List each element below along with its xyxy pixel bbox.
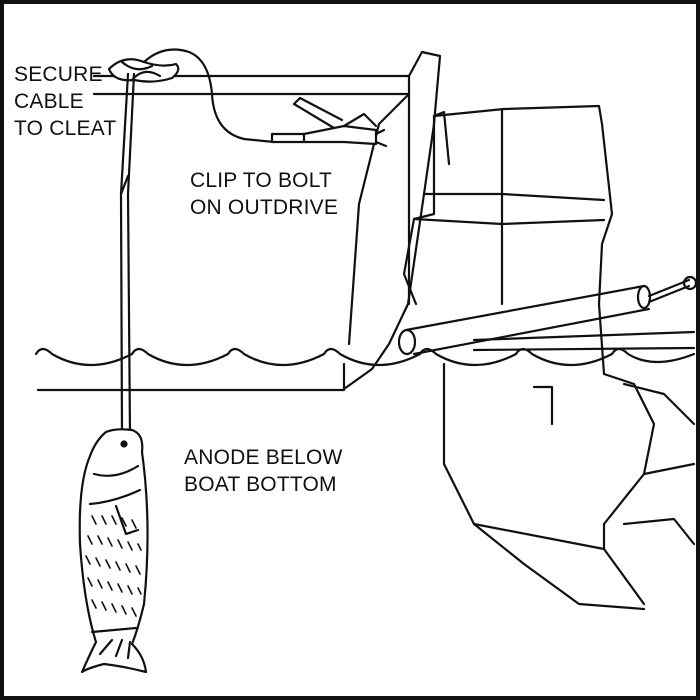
clip-to-bolt-label: CLIP TO BOLT ON OUTDRIVE bbox=[190, 167, 338, 221]
anode-below-line-2: BOAT BOTTOM bbox=[184, 473, 337, 496]
clip-to-bolt-line-2: ON OUTDRIVE bbox=[190, 196, 339, 219]
anode-below-label: ANODE BELOW BOAT BOTTOM bbox=[184, 444, 343, 498]
trim-cylinder bbox=[397, 275, 696, 356]
anode-installation-illustration bbox=[34, 48, 696, 674]
secure-cable-line-1: SECURE bbox=[14, 63, 103, 86]
alligator-clip bbox=[270, 96, 388, 148]
anode-cable bbox=[119, 72, 136, 436]
clip-to-bolt-line-1: CLIP TO BOLT bbox=[190, 169, 333, 192]
water-waves bbox=[34, 347, 696, 392]
fish-anode bbox=[78, 428, 149, 674]
secure-cable-line-3: TO CLEAT bbox=[14, 117, 117, 140]
secure-cable-line-2: CABLE bbox=[14, 90, 84, 113]
outdrive-housing bbox=[402, 104, 696, 611]
anode-below-line-1: ANODE BELOW bbox=[184, 446, 343, 469]
secure-cable-label: SECURE CABLE TO CLEAT bbox=[14, 61, 116, 142]
